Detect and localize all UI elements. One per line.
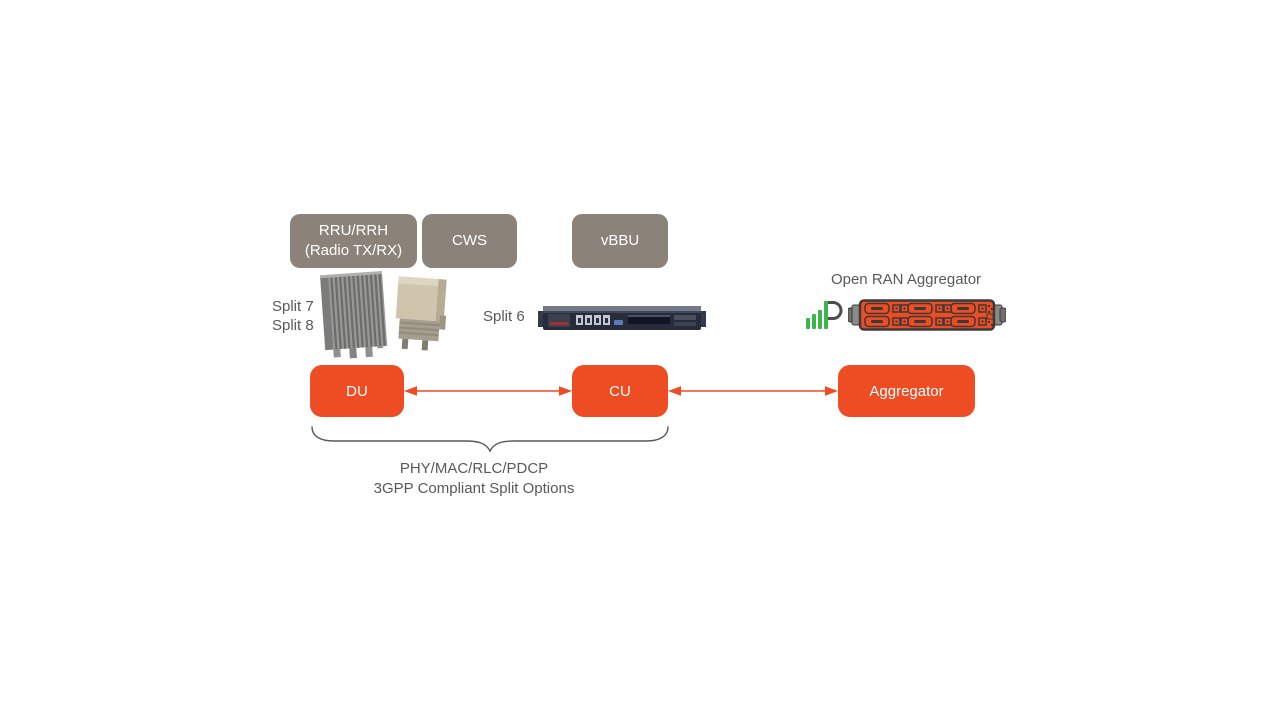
rack-server-photo: [538, 306, 706, 330]
du-node-box: DU: [310, 365, 404, 417]
rru-label-line2: (Radio TX/RX): [304, 242, 403, 259]
split-8-text: Split 8: [272, 317, 314, 334]
signal-bars-p-logo-icon: [806, 301, 843, 329]
aggregator-node-box: Aggregator: [838, 365, 975, 417]
caption-line1: PHY/MAC/RLC/PDCP: [399, 460, 549, 477]
aggregator-label: Aggregator: [869, 382, 944, 400]
cu-aggregator-arrow: [668, 386, 838, 396]
split-7-8-label: Split 7 Split 8: [272, 297, 314, 335]
caption-line2: 3GPP Compliant Split Options: [373, 480, 575, 497]
aggregator-hardware-photo: [848, 299, 1006, 331]
du-label: DU: [346, 382, 368, 400]
split-7-text: Split 7: [272, 298, 314, 315]
cws-label: CWS: [452, 232, 487, 249]
label-box-rru-rrh: RRU/RRH (Radio TX/RX): [290, 214, 417, 268]
open-ran-aggregator-title: Open RAN Aggregator: [830, 271, 982, 288]
cu-label: CU: [609, 382, 631, 400]
split-6-label: Split 6: [483, 308, 525, 325]
cws-radio-unit-photo: [395, 276, 447, 351]
label-box-vbbu: vBBU: [572, 214, 668, 268]
rru-label-line1: RRU/RRH: [318, 222, 389, 239]
label-box-cws: CWS: [422, 214, 517, 268]
split-options-caption: PHY/MAC/RLC/PDCP 3GPP Compliant Split Op…: [274, 459, 674, 499]
vbbu-label: vBBU: [600, 232, 640, 249]
cu-node-box: CU: [572, 365, 668, 417]
rru-radio-unit-photo: [320, 270, 388, 359]
du-cu-arrow: [404, 386, 572, 396]
split-options-brace: [311, 426, 669, 453]
